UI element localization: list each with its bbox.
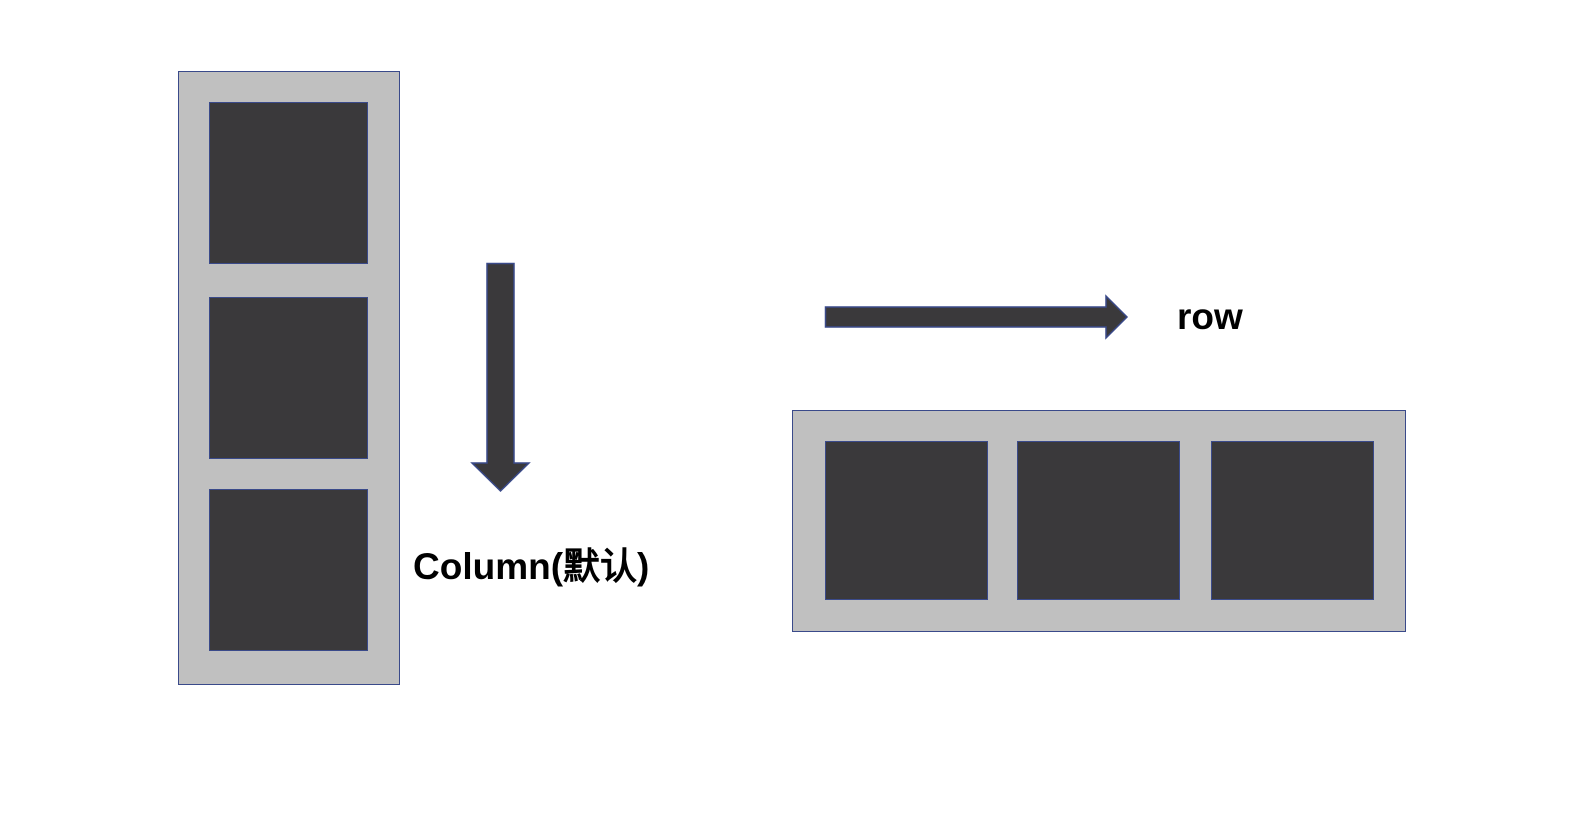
row-item-2: [1017, 441, 1180, 600]
column-item-3: [209, 489, 368, 651]
down-arrow-icon: [470, 262, 531, 493]
column-item-1: [209, 102, 368, 264]
column-item-2: [209, 297, 368, 459]
column-container: [178, 71, 400, 685]
row-label: row: [1177, 296, 1243, 337]
row-container: [792, 410, 1406, 632]
row-item-3: [1211, 441, 1374, 600]
row-item-1: [825, 441, 988, 600]
right-arrow-icon: [824, 294, 1129, 340]
column-label: Column(默认): [413, 546, 650, 587]
